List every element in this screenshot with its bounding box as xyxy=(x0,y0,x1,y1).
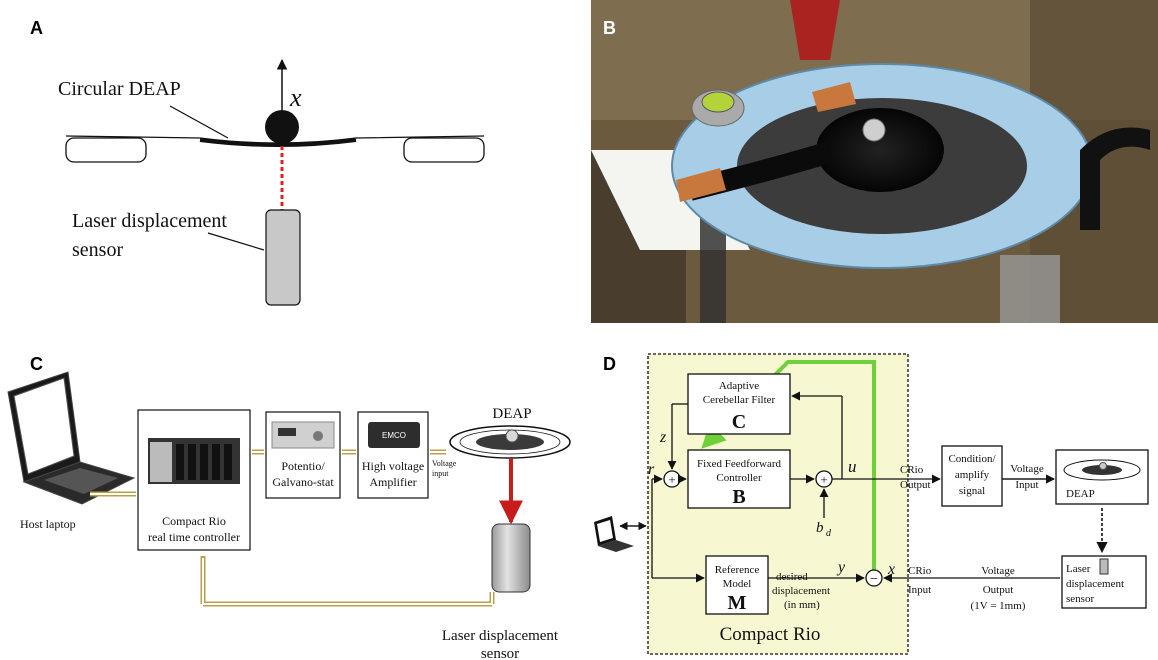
electrode-blob xyxy=(816,108,944,192)
voltage-in-1: Voltage xyxy=(1010,463,1044,475)
voltage-in-2: Input xyxy=(1015,479,1038,491)
sensor-label-c-2: sensor xyxy=(481,646,519,660)
laptop-label: Host laptop xyxy=(20,517,76,531)
panel-c-label: C xyxy=(30,354,43,374)
cond-label-3: signal xyxy=(959,485,985,497)
ref-letter: M xyxy=(728,592,747,614)
laser-sensor-c xyxy=(491,523,531,593)
sensor-leader xyxy=(207,232,265,251)
crio-input-2: Input xyxy=(908,584,931,596)
deap-label-c: DEAP xyxy=(492,406,531,422)
panel-a: A x Circular DEAP Laser displacement sen… xyxy=(30,18,485,306)
right-clamp xyxy=(403,137,485,163)
ref-label-1: Reference xyxy=(715,564,760,576)
deap-leader xyxy=(169,105,229,139)
load-ball xyxy=(265,110,299,144)
panel-d-label: D xyxy=(603,354,616,374)
panel-a-label: A xyxy=(30,18,43,38)
hv-label-1: High voltage xyxy=(362,459,424,473)
sum-3-minus: − xyxy=(870,572,878,587)
ff-label-2: Controller xyxy=(716,472,762,484)
crio-output-1: CRio xyxy=(900,464,924,476)
desired-label-2: displacement xyxy=(772,585,830,597)
ff-label-1: Fixed Feedforward xyxy=(697,458,782,470)
reference-model-block xyxy=(705,555,769,615)
voltage-input-1: Voltage xyxy=(432,459,457,468)
deap-label-d: DEAP xyxy=(1066,488,1095,500)
z-label: z xyxy=(659,429,667,446)
sensor-label-1: Laser displacement xyxy=(72,210,227,232)
crio-input-1: CRio xyxy=(908,565,932,577)
panel-b: B xyxy=(591,0,1158,323)
black-clamp xyxy=(1080,127,1150,230)
potentiostat-label-1: Potentio/ xyxy=(281,459,325,473)
filter-label-1: Adaptive xyxy=(719,380,759,392)
deap-label: Circular DEAP xyxy=(58,78,181,100)
vout-2: Output xyxy=(983,584,1014,596)
crio-output-2: Output xyxy=(900,479,931,491)
crio-device xyxy=(148,438,240,484)
panel-d: D Compact Rio Adaptive Cerebellar Filter… xyxy=(594,353,1149,655)
sum-1-plus: + xyxy=(668,472,675,487)
y-label: y xyxy=(836,559,846,576)
feedforward-block xyxy=(687,449,791,509)
post xyxy=(1000,255,1060,323)
steel-ball xyxy=(862,118,886,142)
left-clamp xyxy=(65,137,147,163)
potentiostat-label-2: Galvano-stat xyxy=(272,475,334,489)
condition-block xyxy=(941,445,1003,507)
laser-label-1: Laser xyxy=(1066,563,1091,575)
bd-label: b xyxy=(816,520,824,536)
x-label-d: x xyxy=(887,561,895,578)
sum-2-plus: + xyxy=(820,472,827,487)
laser-label-3: sensor xyxy=(1066,593,1094,605)
filter-label-2: Cerebellar Filter xyxy=(703,394,776,406)
vout-3: (1V = 1mm) xyxy=(971,600,1026,612)
filter-letter: C xyxy=(732,411,746,433)
x-label: x xyxy=(289,83,302,112)
copper-tape-left xyxy=(676,168,726,202)
cond-label-1: Condition/ xyxy=(948,453,996,465)
desired-label-1: desired xyxy=(776,571,808,583)
hv-label-2: Amplifier xyxy=(369,475,416,489)
hv-amp-device xyxy=(368,422,420,448)
crio-label-1: Compact Rio xyxy=(162,514,226,528)
ref-label-2: Model xyxy=(723,578,752,590)
sensor-label-2: sensor xyxy=(72,239,123,261)
panel-c: C Host laptop Compact Rio real time cont… xyxy=(7,354,571,660)
panel-b-label: B xyxy=(603,18,616,38)
r-label: r xyxy=(648,461,655,478)
vout-1: Voltage xyxy=(981,565,1015,577)
cond-label-2: amplify xyxy=(955,469,990,481)
voltage-input-2: input xyxy=(432,469,449,478)
crio-label-2: real time controller xyxy=(148,530,240,544)
host-laptop xyxy=(7,371,136,505)
desired-label-3: (in mm) xyxy=(784,599,820,611)
laser-sensor xyxy=(265,209,301,306)
adaptive-filter-block xyxy=(687,373,791,435)
sum-junction-3 xyxy=(865,569,883,587)
deap-membrane xyxy=(199,138,357,147)
mini-laptop xyxy=(594,516,634,552)
compact-rio-title: Compact Rio xyxy=(720,624,821,645)
red-clip xyxy=(790,0,840,60)
hv-brand: EMCO xyxy=(382,431,406,440)
bd-subscript: d xyxy=(826,528,832,539)
copper-tape-top xyxy=(812,82,856,112)
laser-label-2: displacement xyxy=(1066,578,1124,590)
ff-letter: B xyxy=(732,486,745,508)
sensor-label-c-1: Laser displacement xyxy=(442,628,559,644)
u-label: u xyxy=(848,457,857,476)
